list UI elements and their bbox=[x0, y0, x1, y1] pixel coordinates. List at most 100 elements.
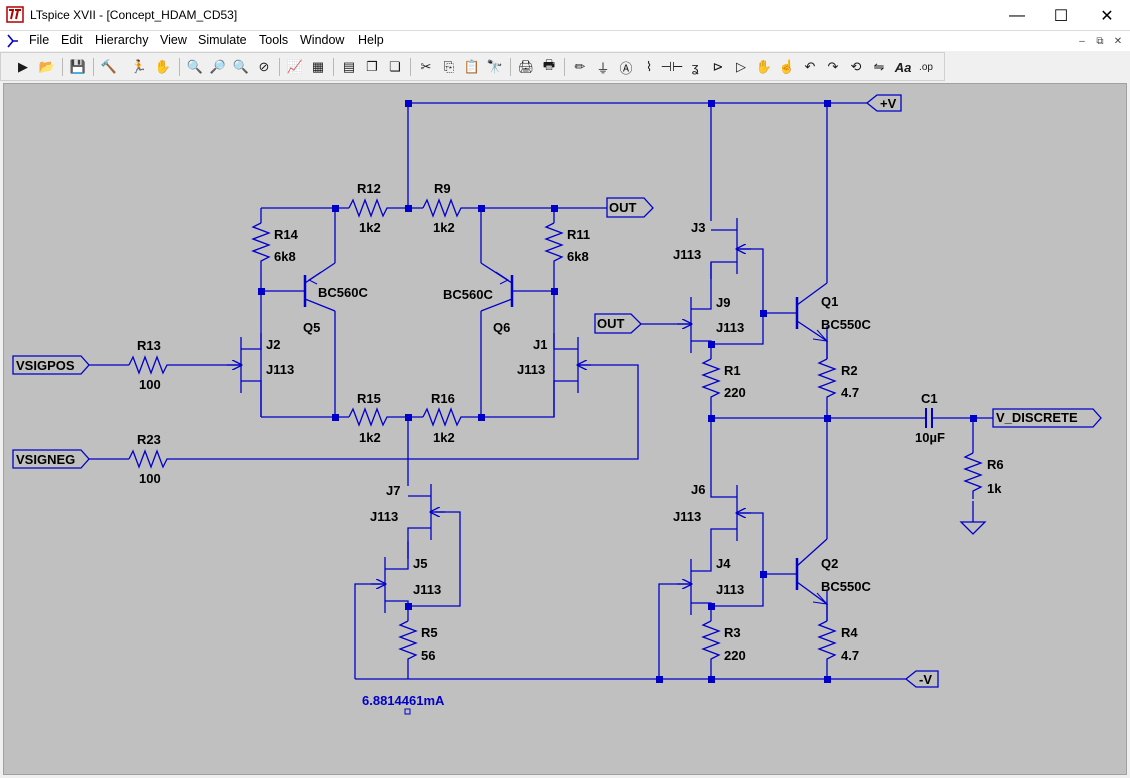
current-probe-readout: 6.8814461mA bbox=[362, 693, 445, 708]
menu-hierarchy[interactable]: Hierarchy bbox=[95, 33, 149, 47]
undo-icon[interactable]: ↶ bbox=[804, 59, 816, 74]
menu-view[interactable]: View bbox=[160, 33, 187, 47]
menu-edit[interactable]: Edit bbox=[61, 33, 83, 47]
inductor-icon[interactable]: ʓ bbox=[691, 59, 699, 75]
q5-name: Q5 bbox=[303, 320, 320, 335]
port-vsigpos-flag bbox=[12, 355, 90, 375]
cascade-icon[interactable]: ❐ bbox=[366, 59, 378, 74]
mdi-restore-button[interactable]: ⧉ bbox=[1096, 35, 1104, 47]
paste-icon[interactable]: 📋 bbox=[463, 59, 481, 74]
q6-name: Q6 bbox=[493, 320, 510, 335]
find-icon[interactable]: 🔭 bbox=[486, 59, 504, 74]
r13-name: R13 bbox=[137, 338, 161, 353]
draw-wire-icon[interactable]: ✏ bbox=[574, 59, 586, 74]
port-out-top-flag bbox=[606, 197, 654, 218]
resistor-icon[interactable]: ⌇ bbox=[645, 59, 653, 74]
ground-icon[interactable]: ⏚ bbox=[596, 60, 610, 76]
menu-file[interactable]: File bbox=[29, 33, 50, 47]
r5-value: 56 bbox=[421, 648, 435, 663]
capacitor-icon[interactable]: ⊣⊢ bbox=[660, 59, 684, 74]
capacitor-C1 bbox=[907, 408, 949, 428]
tile-icon[interactable]: ▤ bbox=[342, 59, 356, 74]
port-vp-flag bbox=[865, 94, 902, 112]
mdi-minimize-button[interactable]: – bbox=[1079, 35, 1085, 47]
spice-directive-icon[interactable]: .op bbox=[919, 61, 933, 73]
resistor-R9 bbox=[422, 198, 465, 218]
mirror-icon[interactable]: ⇋ bbox=[873, 59, 885, 74]
port-vdisc-label: V_DISCRETE bbox=[996, 410, 1078, 425]
move-icon[interactable]: ✋ bbox=[755, 59, 773, 74]
j5-name: J5 bbox=[413, 556, 427, 571]
jfet-J9 bbox=[677, 279, 712, 353]
port-out-in-label: OUT bbox=[597, 316, 625, 331]
r5-name: R5 bbox=[421, 625, 438, 640]
component-icon[interactable]: ▷ bbox=[736, 59, 746, 74]
mdi-close-button[interactable]: ✕ bbox=[1113, 35, 1123, 47]
cancel-zoom-icon[interactable]: ⊘ bbox=[258, 59, 270, 74]
run-icon[interactable]: ▶ bbox=[18, 59, 28, 74]
jfet-J5 bbox=[371, 557, 409, 613]
j3-model: J113 bbox=[673, 247, 701, 262]
run-simulation-icon[interactable]: 🏃 bbox=[130, 59, 148, 74]
q5-model: BC560C bbox=[318, 285, 368, 300]
grid-icon[interactable]: ▦ bbox=[311, 59, 325, 74]
probe-anchor[interactable] bbox=[404, 708, 411, 715]
j3-name: J3 bbox=[691, 220, 705, 235]
jfet-J2 bbox=[227, 333, 262, 417]
resistor-R13 bbox=[128, 355, 173, 375]
label-net-icon[interactable]: Ⓐ bbox=[619, 60, 633, 76]
resistor-R16 bbox=[422, 407, 465, 427]
print-icon[interactable]: 🖶 bbox=[542, 57, 556, 72]
rotate-icon[interactable]: ⟲ bbox=[850, 59, 862, 74]
port-vsigneg-flag bbox=[12, 449, 90, 469]
j1-name: J1 bbox=[533, 337, 547, 352]
zoom-out-icon[interactable]: 🔍 bbox=[232, 59, 250, 74]
maximize-button[interactable]: ☐ bbox=[1053, 7, 1069, 25]
open-icon[interactable]: 📂 bbox=[38, 59, 56, 74]
r13-value: 100 bbox=[139, 377, 161, 392]
diode-icon[interactable]: ⊳ bbox=[712, 59, 724, 74]
menu-tools[interactable]: Tools bbox=[259, 33, 289, 47]
resistor-R12 bbox=[348, 198, 391, 218]
r1-value: 220 bbox=[724, 385, 746, 400]
text-icon[interactable]: Aa bbox=[894, 59, 912, 75]
copy-icon[interactable]: ⎘ bbox=[443, 59, 455, 74]
menu-help[interactable]: Help bbox=[358, 33, 384, 47]
port-vn-flag bbox=[904, 670, 939, 688]
r16-name: R16 bbox=[431, 391, 455, 406]
drag-icon[interactable]: ☝ bbox=[778, 59, 796, 74]
j9-model: J113 bbox=[716, 320, 744, 335]
resistor-R1 bbox=[701, 358, 721, 403]
save-icon[interactable]: 💾 bbox=[69, 59, 87, 74]
close-button[interactable]: ✕ bbox=[1100, 7, 1114, 25]
schematic-doc-icon[interactable] bbox=[6, 33, 20, 49]
j1-model: J113 bbox=[517, 362, 545, 377]
minimize-button[interactable]: — bbox=[1009, 6, 1025, 24]
c1-name: C1 bbox=[921, 391, 938, 406]
j5-model: J113 bbox=[413, 582, 441, 597]
cut-icon[interactable]: ✂ bbox=[420, 59, 432, 74]
zoom-full-icon[interactable]: 🔎 bbox=[209, 59, 227, 74]
menu-simulate[interactable]: Simulate bbox=[198, 33, 247, 47]
ltspice-logo-icon bbox=[6, 6, 24, 23]
r6-value: 1k bbox=[987, 481, 1002, 496]
menu-window[interactable]: Window bbox=[300, 33, 345, 47]
redo-icon[interactable]: ↷ bbox=[827, 59, 839, 74]
control-panel-icon[interactable]: 🔨 bbox=[100, 59, 118, 74]
jfet-J7 bbox=[407, 484, 445, 559]
resistor-R14 bbox=[251, 222, 271, 267]
schematic-canvas[interactable]: +V OUT OUT VSIGPOS VSIGNEG V_DISCRETE -V… bbox=[3, 83, 1127, 775]
port-vn-label: -V bbox=[919, 672, 932, 687]
close-window-icon[interactable]: ❏ bbox=[389, 59, 401, 74]
toolbar: ▶ 📂 💾 🔨 🏃 ✋ 🔍 🔎 🔍 ⊘ 📈 ▦ ▤ ❐ ❏ ✂ ⎘ 📋 🔭 🖨 … bbox=[0, 52, 945, 81]
port-out-top-label: OUT bbox=[609, 200, 637, 215]
jfet-J3 bbox=[710, 218, 751, 279]
print-preview-icon[interactable]: 🖨 bbox=[517, 59, 535, 74]
halt-icon[interactable]: ✋ bbox=[154, 59, 172, 74]
port-vsigpos-label: VSIGPOS bbox=[16, 358, 75, 373]
r3-name: R3 bbox=[724, 625, 741, 640]
bjt-symbols bbox=[303, 262, 829, 621]
autorange-icon[interactable]: 📈 bbox=[286, 59, 304, 74]
r12-value: 1k2 bbox=[359, 220, 381, 235]
zoom-in-icon[interactable]: 🔍 bbox=[186, 59, 204, 74]
